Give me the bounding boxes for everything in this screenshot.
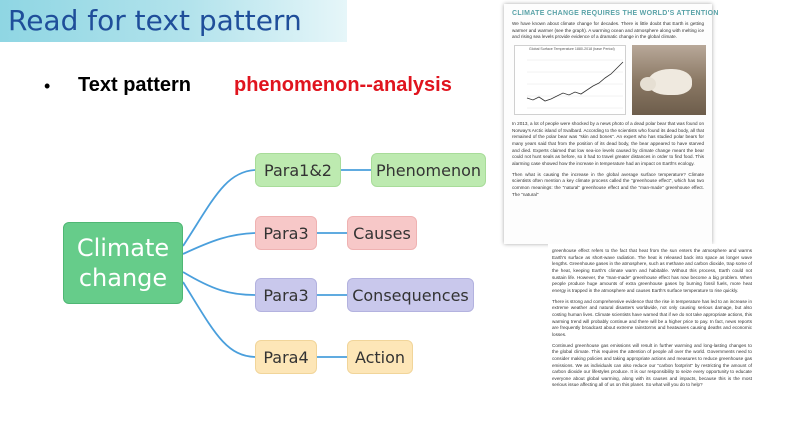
- bear-head-shape: [640, 76, 656, 91]
- graph-title: Global Surface Temperature 1880-2018 (ba…: [529, 46, 615, 51]
- root-node-line2: change: [78, 264, 168, 292]
- article-page-2: greenhouse effect refers to the fact tha…: [548, 244, 756, 440]
- root-node-line1: Climate: [76, 234, 170, 262]
- article-heading: CLIMATE CHANGE REQUIRES THE WORLD'S ATTE…: [512, 10, 719, 17]
- temperature-trend-line: [526, 61, 624, 102]
- para-node-para4: Para4: [255, 340, 317, 374]
- article-page-1: CLIMATE CHANGE REQUIRES THE WORLD'S ATTE…: [504, 4, 719, 244]
- bullet-marker: •: [44, 76, 51, 96]
- connector-root-para4: [182, 281, 256, 358]
- topic-node-causes: Causes: [347, 216, 417, 250]
- article-paragraph-5: There is strong and comprehensive eviden…: [552, 298, 752, 337]
- text-pattern-value: phenomenon--analysis: [234, 74, 452, 96]
- topic-node-action: Action: [347, 340, 413, 374]
- root-node-climate-change: Climate change: [63, 222, 183, 304]
- temperature-graph-plot: [526, 59, 624, 109]
- article-figures: Global Surface Temperature 1880-2018 (ba…: [512, 44, 706, 117]
- article-paragraph-4: greenhouse effect refers to the fact tha…: [552, 248, 752, 293]
- article-paragraph-6: Continued greenhouse gas emissions will …: [552, 342, 752, 388]
- page-title: Read for text pattern: [8, 4, 302, 37]
- temperature-graph: Global Surface Temperature 1880-2018 (ba…: [514, 44, 626, 115]
- para-node-para3-causes: Para3: [255, 216, 317, 250]
- article-paragraph-2: In 2013, a lot of people were shocked by…: [512, 120, 704, 166]
- article-intro: We have known about climate change for d…: [512, 21, 704, 40]
- connector-root-para3-causes: [182, 232, 256, 255]
- title-bar: Read for text pattern: [0, 0, 347, 42]
- connector-root-para12: [182, 169, 256, 247]
- text-pattern-label: Text pattern: [78, 74, 191, 96]
- connector-root-para3-consequences: [182, 271, 256, 296]
- topic-node-phenomenon: Phenomenon: [371, 153, 486, 187]
- polar-bear-photo: [632, 44, 706, 115]
- article-paragraph-3: Then what is causing the increase in the…: [512, 171, 704, 197]
- para-node-para3-consequences: Para3: [255, 278, 317, 312]
- para-node-para12: Para1&2: [255, 153, 341, 187]
- topic-node-consequences: Consequences: [347, 278, 474, 312]
